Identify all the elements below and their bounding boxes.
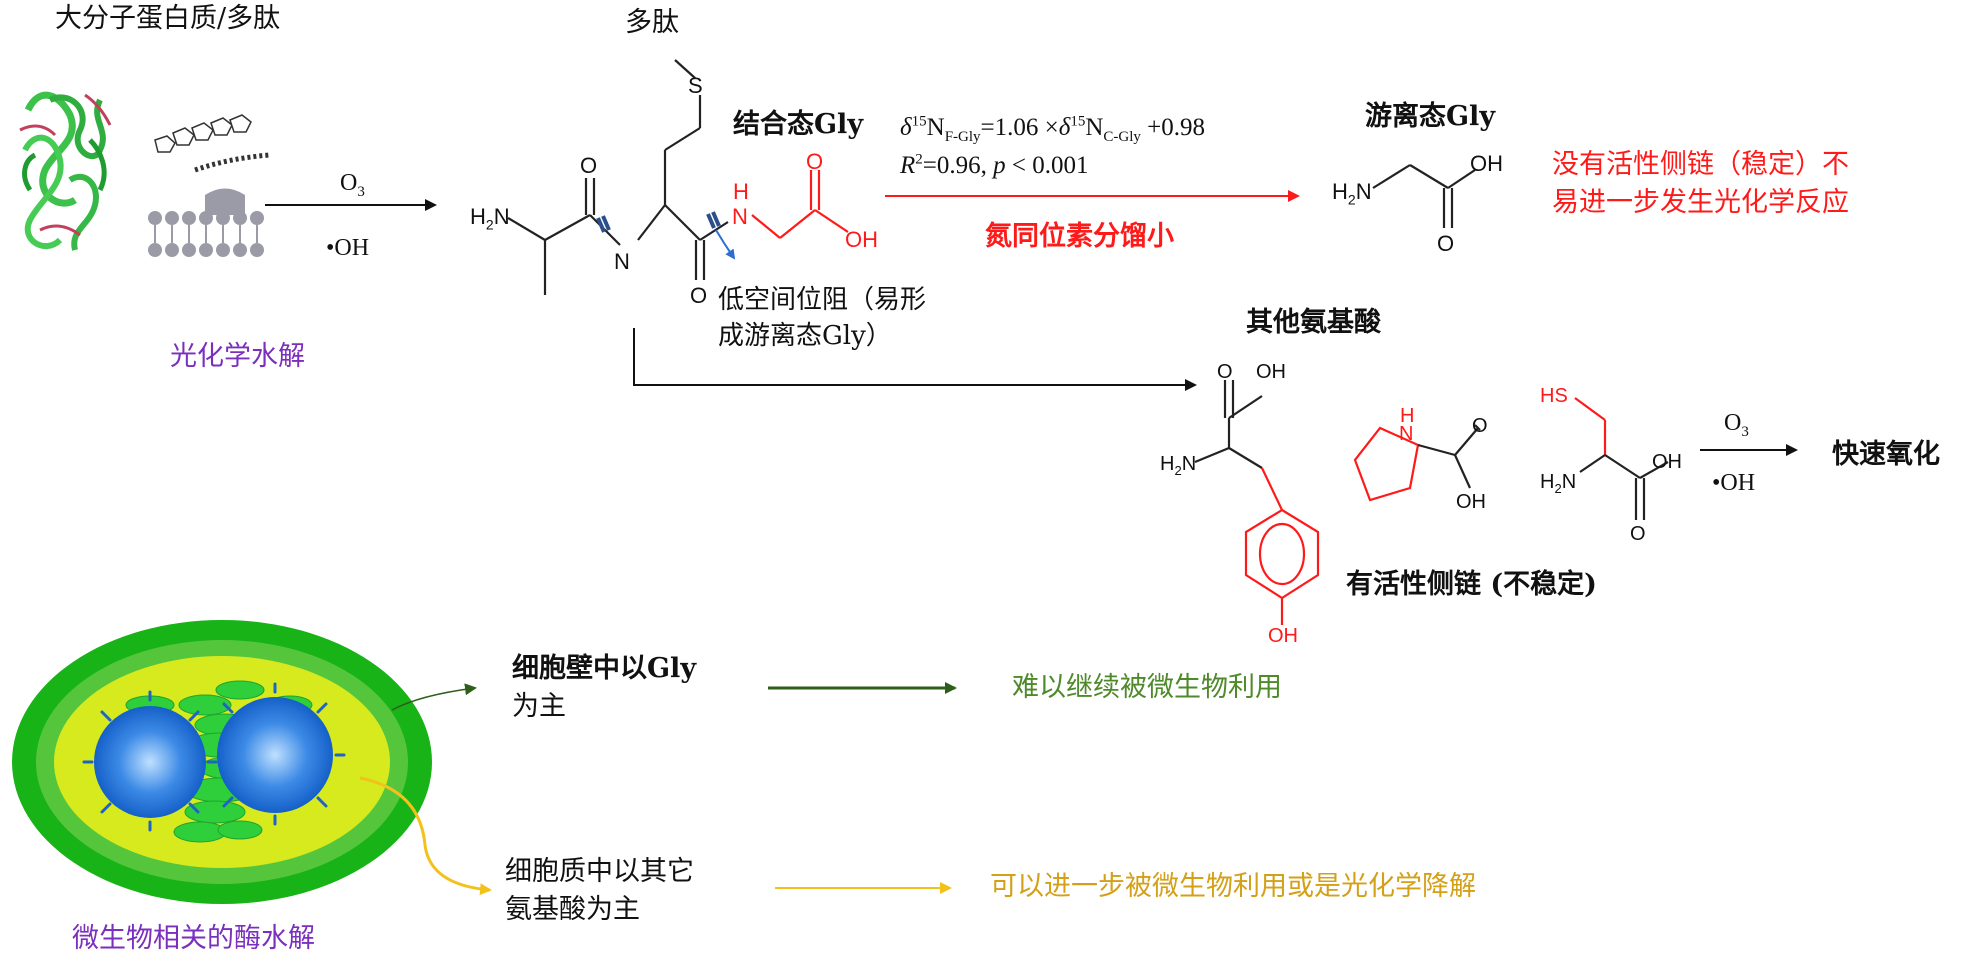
atom-oh-tyr-ring: OH [1268, 625, 1298, 647]
atom-h-pro: H [1400, 405, 1415, 427]
atom-h2n-cys: H2N [1540, 471, 1577, 496]
atom-o-tyr: O [1217, 361, 1233, 383]
atom-h2n-peptide: H2N [470, 204, 510, 233]
atom-o-pro: O [1472, 415, 1488, 437]
other-aa-arrow [633, 328, 1197, 391]
macromolecule-title: 大分子蛋白质/多肽 [55, 3, 281, 34]
atom-oh-pro: OH [1456, 491, 1486, 513]
cytoplasm-result: 可以进一步被微生物利用或是光化学降解 [990, 871, 1476, 902]
reagent2-oh: •OH [1712, 470, 1756, 496]
fast-oxidation-label: 快速氧化 [1832, 439, 1940, 470]
atom-oh-gly: OH [845, 227, 878, 252]
atom-s: S [688, 73, 703, 98]
atom-oh-cys: OH [1652, 451, 1682, 473]
fractionation-label: 氮同位素分馏小 [985, 221, 1174, 252]
bound-gly-label: 结合态Gly [733, 109, 864, 140]
peptide-skeleton [507, 59, 729, 295]
cleavage-arrow [715, 229, 736, 260]
reagent-o3: O3 [340, 170, 365, 200]
cytoplasm-callout [359, 776, 492, 896]
cell-wall-callout [391, 683, 477, 711]
photochem-label: 光化学水解 [170, 341, 305, 372]
tyrosine-backbone [1194, 380, 1263, 469]
atom-o-1: O [580, 153, 598, 178]
atom-n-gly: N [732, 204, 748, 229]
peptide-title: 多肽 [625, 7, 679, 38]
other-aa-label: 其他氨基酸 [1246, 307, 1381, 338]
atom-h-gly: H [733, 179, 749, 204]
atom-oh-tyr: OH [1256, 361, 1286, 383]
bacterial-cell-icon [12, 620, 432, 904]
cleavage-mark-2 [706, 211, 721, 229]
cell-membrane-icon [148, 188, 264, 257]
cell-wall-result: 难以继续被微生物利用 [1012, 672, 1282, 703]
active-side-chain-label: 有活性侧链 (不稳定) [1346, 569, 1597, 600]
free-gly-skeleton [1372, 164, 1476, 228]
atom-n-pro: N [1399, 423, 1414, 445]
atom-o-cys: O [1630, 523, 1646, 545]
low-steric-line1: 低空间位阻（易形 [718, 285, 927, 315]
glycine-skeleton [751, 170, 849, 239]
enzyme-label: 微生物相关的酶水解 [72, 923, 315, 954]
equation-line1: δ15NF-Gly=1.06 ×δ15NC-Gly +0.98 [900, 113, 1206, 145]
atom-n-1: N [614, 249, 630, 274]
atom-oh-freegly: OH [1470, 151, 1503, 176]
low-steric-line2: 成游离态Gly） [718, 321, 892, 351]
cleavage-mark-1 [596, 215, 611, 233]
atom-o-gly: O [806, 149, 824, 174]
cysteine-side-chain [1574, 397, 1607, 455]
free-gly-label: 游离态Gly [1365, 101, 1496, 132]
no-side-chain-line1: 没有活性侧链（稳定）不 [1552, 149, 1849, 180]
proline-ring [1353, 426, 1420, 502]
cytoplasm-line1: 细胞质中以其它 [505, 856, 694, 887]
cell-wall-line2: 为主 [512, 691, 566, 722]
proline-carboxyl [1417, 424, 1481, 489]
equation-line2: R2=0.96, p < 0.001 [900, 151, 1089, 179]
atom-hs-cys: HS [1540, 385, 1568, 407]
protein-ribbon-icon [19, 91, 112, 251]
atom-o-freegly: O [1437, 231, 1455, 256]
peptide-chain-icon [154, 114, 271, 173]
cell-wall-line1: 细胞壁中以Gly [512, 653, 697, 684]
atom-h2n-freegly: H2N [1332, 179, 1372, 208]
atom-o-2: O [690, 283, 708, 308]
tyrosine-side-chain [1244, 467, 1320, 625]
cytoplasm-line2: 氨基酸为主 [505, 894, 640, 925]
reagent2-o3: O3 [1724, 410, 1749, 440]
reagent-oh: •OH [326, 235, 370, 261]
no-side-chain-line2: 易进一步发生光化学反应 [1552, 187, 1849, 218]
cysteine-backbone [1579, 454, 1669, 520]
atom-h2n-tyr: H2N [1160, 453, 1197, 478]
